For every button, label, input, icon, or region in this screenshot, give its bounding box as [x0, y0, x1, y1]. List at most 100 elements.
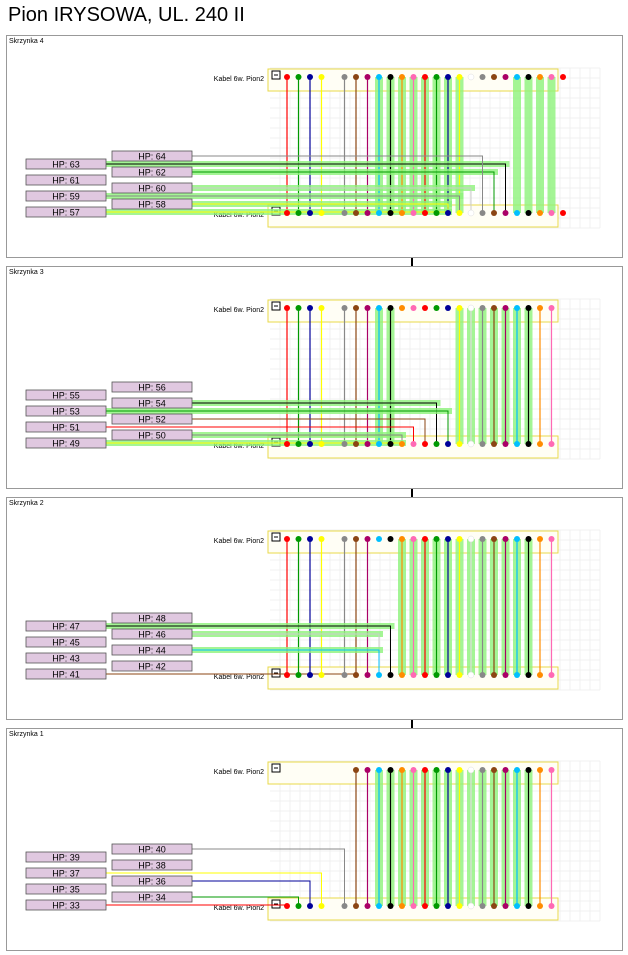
fiber-dot-top — [387, 536, 394, 542]
hp-label: HP: 61 — [52, 176, 80, 186]
fiber-dot-top — [433, 305, 440, 311]
hp-label-box — [111, 150, 193, 162]
cable-label: Kabel 6w. Pion2 — [214, 76, 264, 83]
fiber-dot-top — [364, 74, 371, 80]
fiber-link — [192, 848, 345, 906]
fiber-dot-bottom — [433, 210, 440, 216]
fiber-dot-bottom — [479, 441, 486, 447]
fiber-dot-bottom — [479, 210, 486, 216]
hp-label-box — [111, 612, 193, 624]
fiber-link — [106, 625, 391, 675]
fiber-dot-bottom — [410, 672, 417, 678]
fiber-dot-bottom — [284, 903, 290, 909]
hp-label: HP: 59 — [52, 192, 80, 202]
cable-label: Kabel 6w. Pion2 — [214, 769, 264, 776]
fiber-dot-bottom — [295, 441, 302, 447]
hp-label: HP: 51 — [52, 423, 80, 433]
fiber-dot-top — [284, 74, 290, 80]
fiber-dot-bottom — [318, 672, 325, 678]
fiber-dot-bottom — [514, 210, 520, 216]
fiber-dot-bottom — [514, 441, 520, 447]
fiber-dot-top — [445, 74, 451, 80]
hp-label: HP: 54 — [138, 399, 166, 409]
fiber-dot-bottom — [445, 903, 451, 909]
fiber-dot-bottom — [387, 210, 394, 216]
hp-label-box — [25, 867, 107, 879]
fiber-dot-bottom — [514, 672, 520, 678]
hp-label: HP: 49 — [52, 439, 80, 449]
fiber-dot-bottom — [467, 902, 475, 910]
fiber-dot-top — [467, 766, 475, 774]
fiber-dot-top — [537, 74, 543, 80]
hp-label-box — [25, 405, 107, 417]
fiber-dot-bottom — [422, 672, 428, 678]
fiber-dot-bottom — [467, 440, 475, 448]
fiber-dot-bottom — [537, 441, 543, 447]
fiber-dot-top — [445, 767, 451, 773]
fiber-dot-bottom — [491, 210, 497, 216]
fiber-dot-bottom — [433, 672, 440, 678]
hp-label: HP: 62 — [138, 168, 166, 178]
fiber-dot-top — [422, 74, 428, 80]
cable-label: Kabel 6w. Pion2 — [214, 674, 264, 681]
fiber-dot-top — [364, 536, 371, 542]
fiber-dot-bottom — [387, 441, 394, 447]
hp-label-box — [111, 875, 193, 887]
fiber-dot-bottom — [422, 441, 428, 447]
fiber-dot-bottom — [491, 672, 497, 678]
fiber-dot-bottom — [537, 903, 543, 909]
fiber-dot-top — [364, 305, 371, 311]
fiber-dot-bottom — [353, 903, 359, 909]
cable-label: Kabel 6w. Pion2 — [214, 307, 264, 314]
fiber-dot-top — [467, 304, 475, 312]
fiber-dot-top — [376, 305, 382, 311]
fiber-dot-top — [364, 767, 371, 773]
fiber-dot-top — [433, 536, 440, 542]
fiber-dot-bottom — [364, 210, 371, 216]
hp-label-box — [111, 413, 193, 425]
fiber-dot-top — [479, 536, 486, 542]
fiber-dot-bottom — [525, 672, 532, 678]
fiber-dot-bottom — [548, 672, 555, 678]
fiber-dot-bottom — [295, 210, 302, 216]
fiber-dot-bottom — [479, 903, 486, 909]
fiber-dot-bottom — [364, 672, 371, 678]
fiber-dot-bottom — [456, 210, 463, 216]
fiber-link — [192, 155, 483, 213]
fiber-dot-bottom — [284, 210, 290, 216]
fiber-dot-top — [284, 536, 290, 542]
fiber-dot-top — [456, 767, 463, 773]
fiber-dot-top — [353, 536, 359, 542]
fiber-dot-bottom — [307, 210, 313, 216]
hp-label-box — [25, 636, 107, 648]
fiber-dot-bottom — [548, 441, 555, 447]
fiber-link — [192, 418, 426, 444]
fiber-dot-bottom — [491, 441, 497, 447]
hp-label-box — [111, 429, 193, 441]
fiber-dot-bottom — [537, 672, 543, 678]
fiber-dot-bottom — [445, 672, 451, 678]
fiber-dot-top — [353, 74, 359, 80]
fiber-dot-top — [502, 74, 509, 80]
fiber-dot-bottom — [399, 903, 405, 909]
fiber-dot-top — [295, 305, 302, 311]
fiber-link — [192, 649, 380, 675]
fiber-dot-top — [548, 305, 555, 311]
fiber-dot-top — [525, 74, 532, 80]
hp-label-box — [25, 899, 107, 911]
fiber-dot-top — [410, 767, 417, 773]
fiber-dot-top — [295, 536, 302, 542]
fiber-dot-bottom — [353, 441, 359, 447]
box-label: Skrzynka 2 — [9, 500, 44, 507]
hp-label: HP: 50 — [138, 431, 166, 441]
fiber-dot-top — [479, 74, 486, 80]
fiber-dot-top — [410, 305, 417, 311]
fiber-dot-top — [399, 305, 405, 311]
fiber-dot-top — [399, 767, 405, 773]
fiber-link — [106, 195, 460, 213]
fiber-dot-bottom — [318, 210, 325, 216]
hp-label-box — [111, 166, 193, 178]
hp-label-box — [25, 174, 107, 186]
fiber-dot-bottom — [410, 903, 417, 909]
